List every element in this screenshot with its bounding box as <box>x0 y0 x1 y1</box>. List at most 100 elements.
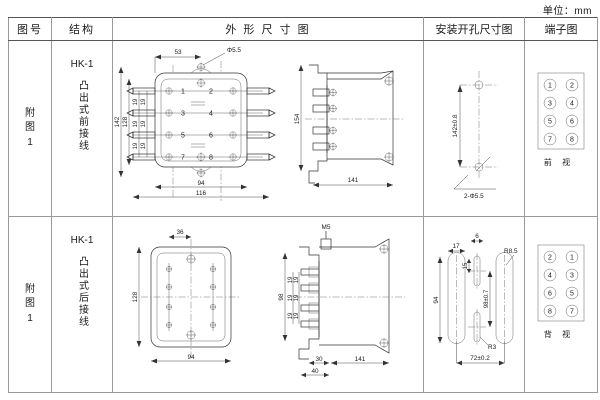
dim-15: 15 <box>463 262 469 269</box>
dim-94: 94 <box>433 296 440 304</box>
side-view-row2: M5 98 <box>278 224 405 378</box>
dim-depth-30: 30 <box>315 356 323 363</box>
terminal-num: 3 <box>181 111 185 118</box>
terminal-pin: 6 <box>570 119 574 126</box>
dim-mounting-hole: 2-Φ5.5 <box>464 193 484 200</box>
dim-6: 6 <box>475 233 479 240</box>
dim-side-98: 98 <box>278 293 285 301</box>
dim-bottom-94-row2: 94 <box>187 354 195 361</box>
terminal-pin: 8 <box>548 309 552 316</box>
dim-pitch-19: 19 <box>294 276 300 283</box>
dim-pitch-19: 19 <box>133 142 139 149</box>
dim-pitch-19: 19 <box>133 98 139 105</box>
dim-17: 17 <box>452 243 460 250</box>
cell-outline-row1: 1 2 3 4 5 6 7 8 <box>112 40 424 217</box>
dim-pitch-19: 19 <box>141 120 147 127</box>
model-label-row1: HK-1 <box>70 59 94 70</box>
fig-no-char: 1 <box>27 312 33 324</box>
terminal-num: 5 <box>181 133 185 140</box>
dim-left-128: 128 <box>122 116 129 127</box>
header-structure: 结构 <box>51 17 113 41</box>
table-row: 附 图 1 HK-1 凸出式前接线 <box>8 40 598 217</box>
mounting-drawing-row2: 17 6 15 <box>424 217 524 392</box>
dim-98: 98±0.7 <box>484 289 490 308</box>
dim-bottom-94: 94 <box>197 180 205 187</box>
dim-side-141: 141 <box>348 177 359 184</box>
fig-no-stack-row2: 附 图 1 <box>9 217 51 392</box>
terminal-num: 4 <box>209 111 213 118</box>
side-view-row1: 154 141 <box>294 64 405 188</box>
terminal-pin: 1 <box>548 83 552 90</box>
radius-r3: R3 <box>488 344 497 351</box>
terminal-pin: 3 <box>570 273 574 280</box>
structure-label-row2: 凸出式后接线 <box>76 256 88 328</box>
dim-left-142: 142 <box>114 116 121 127</box>
table-header-row: 图号 结构 外 形 尺 寸 图 安装开孔尺寸图 端子图 <box>8 17 598 41</box>
header-terminal: 端子图 <box>524 17 598 41</box>
dim-72: 72±0.2 <box>470 355 490 362</box>
cell-mounting-row2: 17 6 15 <box>423 216 525 393</box>
terminal-pin: 4 <box>570 101 574 108</box>
dim-top-53: 53 <box>174 49 182 56</box>
dim-pitch-19: 19 <box>141 98 147 105</box>
dim-side-154: 154 <box>294 113 301 124</box>
cell-outline-row2: 36 128 <box>112 216 424 393</box>
table-row: 附 图 1 HK-1 凸出式后接线 <box>8 216 598 393</box>
outline-drawing-row1: 1 2 3 4 5 6 7 8 <box>113 41 423 216</box>
dim-pitch-19: 19 <box>294 312 300 319</box>
header-mounting: 安装开孔尺寸图 <box>423 17 525 41</box>
terminal-pin: 7 <box>570 309 574 316</box>
terminal-pin: 2 <box>548 255 552 262</box>
terminal-num: 6 <box>209 133 213 140</box>
dim-pitch-19: 19 <box>288 276 294 283</box>
terminal-pin: 1 <box>570 255 574 262</box>
terminal-view-label-row2: 背 视 <box>544 329 574 339</box>
cell-terminal-row2: 2 4 6 8 1 3 5 7 背 视 <box>524 216 598 393</box>
terminal-pin: 3 <box>548 101 552 108</box>
fig-no-char: 附 <box>25 283 35 295</box>
fig-no-char: 图 <box>25 298 35 310</box>
cell-terminal-row1: 1 3 5 7 2 4 6 8 前 视 <box>524 40 598 217</box>
dim-mounting-142: 142±0.8 <box>452 114 459 137</box>
terminal-num: 2 <box>209 89 213 96</box>
header-outline: 外 形 尺 寸 图 <box>112 17 424 41</box>
fig-no-stack-row1: 附 图 1 <box>9 41 51 216</box>
fig-no-char: 1 <box>27 136 33 148</box>
cell-fig-no-row1: 附 图 1 <box>8 40 52 217</box>
cell-fig-no-row2: 附 图 1 <box>8 216 52 393</box>
terminal-pin: 4 <box>548 273 552 280</box>
dim-left-128-row2: 128 <box>132 291 139 302</box>
dim-bottom-116: 116 <box>196 190 207 197</box>
fig-no-char: 图 <box>25 122 35 134</box>
radius-r85: R8.5 <box>504 248 518 255</box>
structure-stack-row2: HK-1 凸出式后接线 <box>52 217 112 392</box>
terminal-drawing-row1: 1 3 5 7 2 4 6 8 前 视 <box>525 41 597 216</box>
structure-label-row1: 凸出式前接线 <box>76 80 88 152</box>
terminal-view-label-row1: 前 视 <box>544 157 574 167</box>
mounting-drawing-row1: 142±0.8 2-Φ5.5 <box>424 41 524 216</box>
dim-m5: M5 <box>322 224 331 231</box>
dim-top-36: 36 <box>176 229 184 236</box>
terminal-num: 1 <box>181 89 185 96</box>
terminal-pin: 6 <box>548 291 552 298</box>
dim-hole-dia: Φ5.5 <box>227 47 241 54</box>
rear-panel-view-row2: 36 128 <box>132 229 241 364</box>
cell-structure-row2: HK-1 凸出式后接线 <box>51 216 113 393</box>
dim-depth-141: 141 <box>355 356 366 363</box>
model-label-row2: HK-1 <box>70 235 94 246</box>
header-fig-no: 图号 <box>8 17 52 41</box>
terminal-num: 8 <box>209 155 213 162</box>
front-view-terminal-numbers: 1 2 3 4 5 6 7 8 <box>181 89 213 162</box>
structure-stack-row1: HK-1 凸出式前接线 <box>52 41 112 216</box>
terminal-drawing-row2: 2 4 6 8 1 3 5 7 背 视 <box>525 217 597 392</box>
terminal-pin: 8 <box>570 137 574 144</box>
cell-mounting-row1: 142±0.8 2-Φ5.5 <box>423 40 525 217</box>
terminal-pin: 5 <box>570 291 574 298</box>
dim-depth-40: 40 <box>311 368 319 375</box>
dim-pitch-19: 19 <box>294 294 300 301</box>
terminal-pin: 7 <box>548 137 552 144</box>
outline-drawing-row2: 36 128 <box>113 217 423 392</box>
dim-pitch-19: 19 <box>141 142 147 149</box>
unit-note: 单位：mm <box>542 6 592 17</box>
terminal-pin: 5 <box>548 119 552 126</box>
